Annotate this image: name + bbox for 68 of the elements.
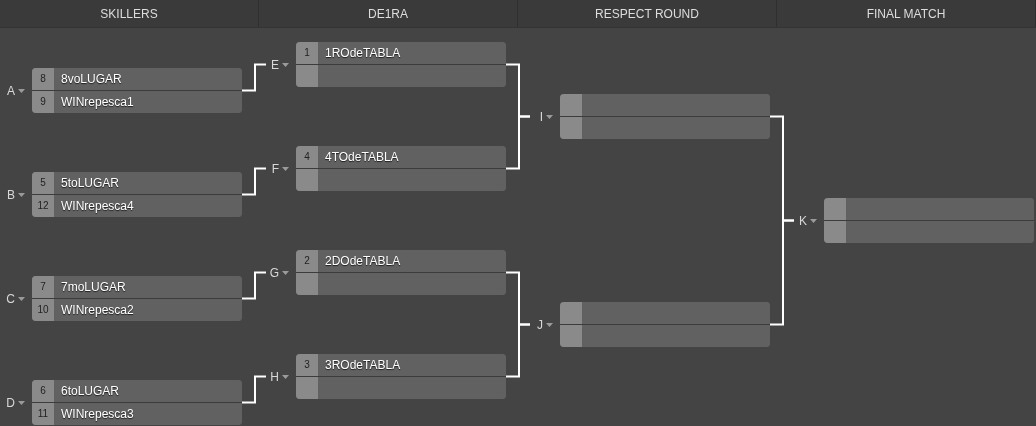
team-name: 7moLUGAR [61, 281, 126, 293]
seed-number: 8 [40, 74, 46, 84]
match-label: D [6, 396, 15, 409]
match-label: F [271, 162, 279, 175]
team-name: 8voLUGAR [61, 73, 122, 85]
slot-row [32, 403, 242, 425]
match-label: E [271, 58, 279, 71]
empty-slot-row [824, 198, 1034, 221]
bracket-line [505, 115, 531, 170]
match-label: H [270, 370, 279, 383]
empty-slot-row [824, 221, 1034, 243]
slot-row [32, 68, 242, 91]
bracket-line [241, 375, 267, 404]
seed-number: 4 [304, 152, 310, 162]
empty-slot-row [296, 65, 506, 87]
team-name: WINrepesca1 [61, 96, 134, 108]
empty-slot-row [296, 273, 506, 295]
column-header: DE1RA [259, 0, 518, 27]
match-label: K [799, 214, 807, 227]
bracket-line [769, 219, 795, 326]
slot-row [296, 146, 506, 169]
slot-row [32, 380, 242, 403]
slot-row [32, 276, 242, 299]
match-label: G [269, 266, 279, 279]
seed-number: 10 [37, 305, 49, 315]
match-label: J [537, 318, 543, 331]
seed-number: 6 [40, 386, 46, 396]
team-name: 5toLUGAR [61, 177, 120, 189]
bracket-line [241, 167, 267, 196]
seed-number: 7 [40, 282, 46, 292]
team-name: 6toLUGAR [61, 385, 120, 397]
match-label: I [539, 110, 543, 123]
team-name: WINrepesca2 [61, 304, 134, 316]
bracket-line [241, 63, 267, 92]
bracket-line [505, 323, 531, 378]
seed-number: 2 [304, 256, 310, 266]
slot-row [296, 250, 506, 273]
column-header: FINAL MATCH [777, 0, 1036, 27]
bracket-line [241, 271, 267, 300]
seed-number: 1 [304, 48, 310, 58]
team-name: 2DOdeTABLA [325, 255, 401, 267]
empty-slot-row [296, 169, 506, 191]
slot-row [32, 299, 242, 321]
empty-slot-row [296, 377, 506, 399]
team-name: WINrepesca4 [61, 200, 134, 212]
team-name: WINrepesca3 [61, 408, 134, 420]
empty-slot-row [560, 302, 770, 325]
match-label: A [7, 84, 15, 97]
column-header: SKILLERS [0, 0, 259, 27]
slot-row [32, 195, 242, 217]
team-name: 1ROdeTABLA [325, 47, 401, 59]
column-header: RESPECT ROUND [518, 0, 777, 27]
slot-row [32, 172, 242, 195]
empty-slot-row [560, 117, 770, 139]
empty-slot-row [560, 325, 770, 347]
seed-number: 12 [37, 201, 49, 211]
slot-row [296, 42, 506, 65]
seed-number: 5 [40, 178, 46, 188]
empty-slot-row [560, 94, 770, 117]
match-label: C [6, 292, 15, 305]
slot-row [296, 354, 506, 377]
slot-row [32, 91, 242, 113]
team-name: 4TOdeTABLA [325, 151, 399, 163]
seed-number: 9 [40, 97, 46, 107]
team-name: 3ROdeTABLA [325, 359, 401, 371]
seed-number: 3 [304, 360, 310, 370]
seed-number: 11 [37, 409, 49, 419]
match-label: B [7, 188, 15, 201]
